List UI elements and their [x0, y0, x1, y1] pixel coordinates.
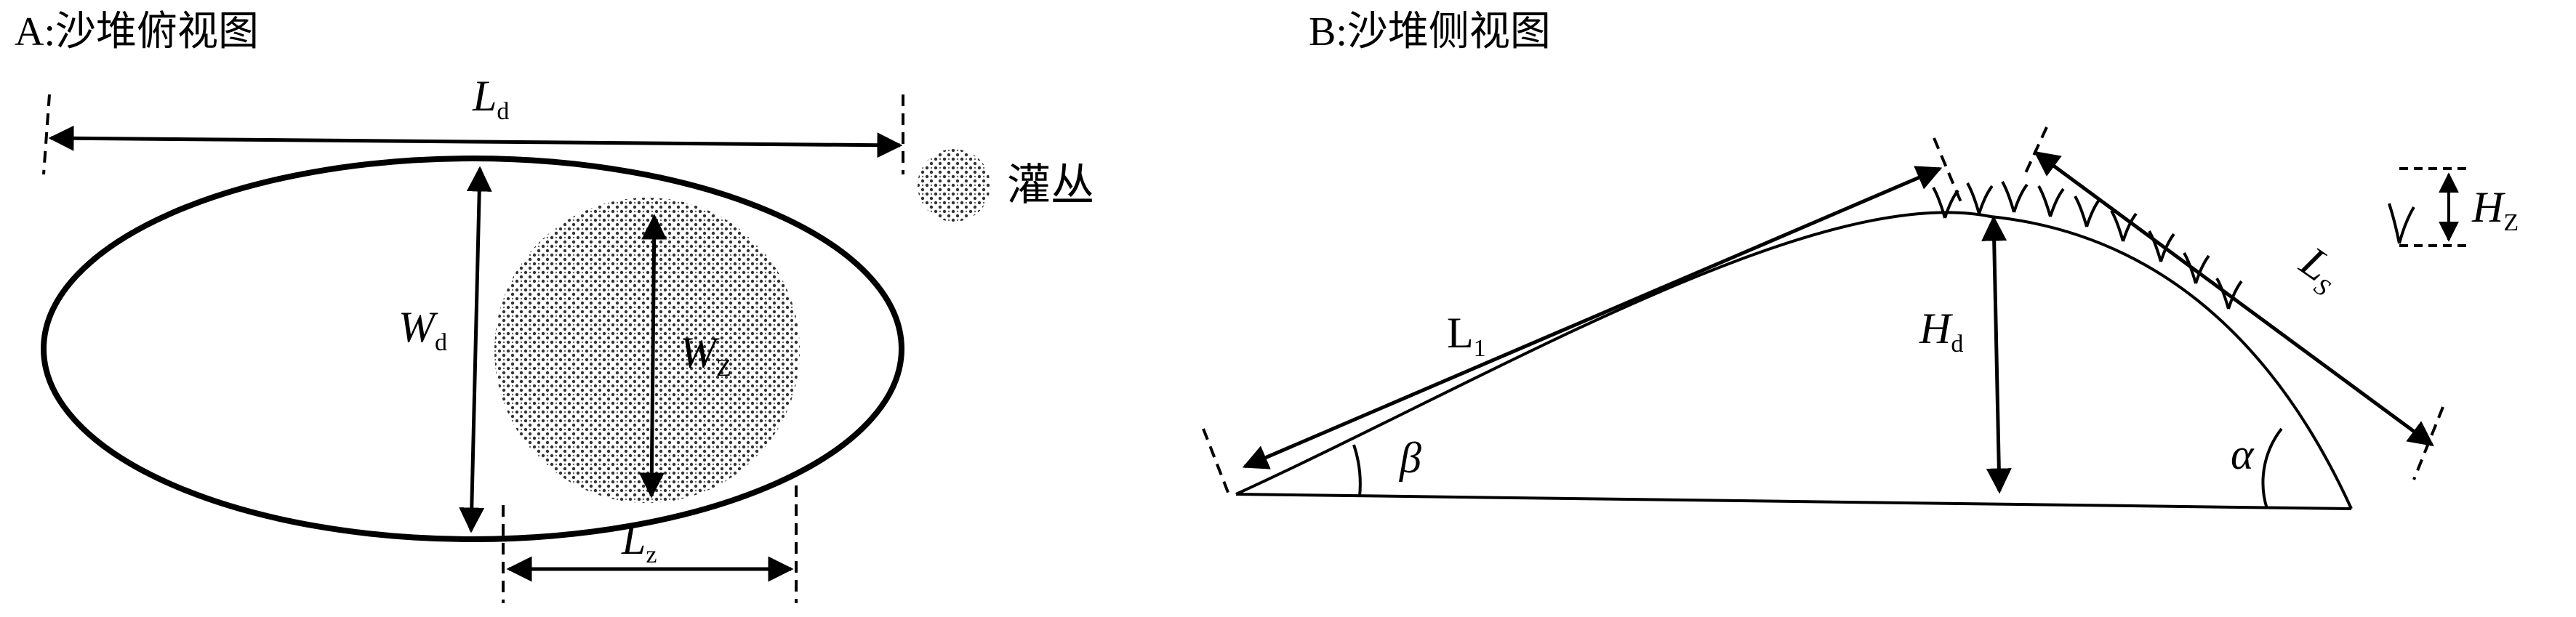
beta-label: β	[1399, 434, 1421, 482]
wz-label: WZ	[680, 328, 731, 382]
ld-left-dash	[42, 94, 51, 175]
hz-label: HZ	[2471, 183, 2519, 236]
panel-a-top-view: A:沙堆俯视图 Ld Wd WZ Lz 灌丛	[15, 9, 1094, 603]
shrub-symbol	[2388, 203, 2415, 244]
shrub-canopy-circle	[494, 198, 800, 503]
shrub-legend-label: 灌丛	[1007, 161, 1094, 209]
hd-arrow	[1981, 215, 2012, 494]
ld-label: Ld	[472, 72, 509, 125]
lz-label: Lz	[621, 515, 657, 568]
beta-angle-arc	[1352, 444, 1362, 497]
panel-b-caption: B:沙堆侧视图	[1309, 9, 1551, 55]
hd-label: Hd	[1919, 305, 1963, 358]
wd-arrow	[459, 166, 492, 533]
shrub-legend-swatch	[918, 149, 990, 222]
ls-label: LS	[2289, 237, 2350, 302]
alpha-label: α	[2231, 430, 2255, 478]
wd-label: Wd	[398, 303, 447, 356]
l1-right-dash	[1933, 137, 1965, 208]
l1-left-dash	[1202, 428, 1230, 495]
panel-b-side-view: B:沙堆侧视图 L1 LS Hd	[1202, 9, 2519, 510]
ls-top-dash	[2023, 126, 2048, 175]
dune-outline-ellipse	[41, 156, 904, 542]
dune-base-line	[1235, 493, 2352, 510]
crest-shrubs	[1932, 181, 2243, 310]
panel-a-caption: A:沙堆俯视图	[15, 9, 259, 55]
alpha-angle-arc	[2261, 427, 2283, 509]
l1-label: L1	[1447, 309, 1486, 362]
ls-arrow	[2034, 150, 2434, 447]
l1-arrow	[1242, 166, 1943, 469]
ld-arrow	[48, 125, 903, 158]
wz-arrow	[638, 214, 667, 499]
